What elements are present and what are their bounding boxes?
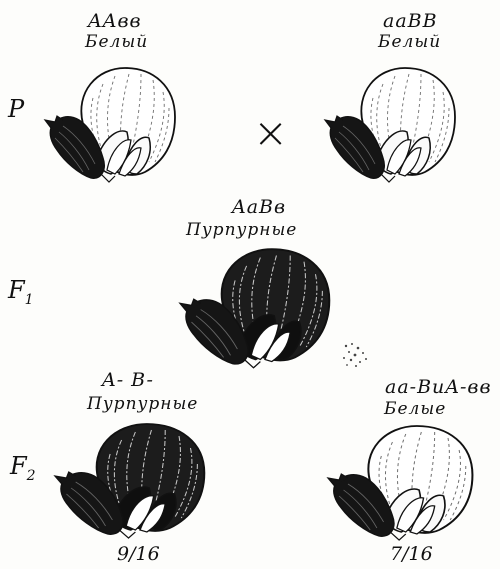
generation-label-f2: F2 bbox=[10, 454, 36, 483]
parent-1-white-flower-icon bbox=[45, 62, 180, 187]
f1-purple-flower-icon bbox=[180, 243, 335, 373]
parent-2-phenotype: Белый bbox=[378, 34, 441, 51]
f2-purple-flower-icon bbox=[55, 418, 210, 543]
f2-purple-phenotype: Пурпурные bbox=[87, 396, 198, 413]
parent-2-genotype: aaBB bbox=[383, 12, 438, 31]
f2-white-genotype: aa-BиA-вв bbox=[385, 378, 492, 397]
f1-genotype: AaBв bbox=[232, 198, 286, 217]
f2-white-flower-icon bbox=[328, 420, 478, 545]
cross-symbol-icon: × bbox=[253, 112, 288, 154]
f2-white-ratio: 7/16 bbox=[390, 545, 433, 564]
generation-label-p: P bbox=[8, 97, 24, 121]
parent-1-genotype: AAвв bbox=[88, 12, 142, 31]
ink-specks bbox=[338, 338, 374, 372]
f2-purple-genotype: A- B- bbox=[102, 371, 154, 390]
parent-2-white-flower-icon bbox=[325, 62, 460, 187]
f1-phenotype: Пурпурные bbox=[186, 222, 297, 239]
generation-label-f1: F1 bbox=[8, 278, 34, 307]
parent-1-phenotype: Белый bbox=[85, 34, 148, 51]
f2-white-phenotype: Белые bbox=[384, 401, 446, 418]
f2-purple-ratio: 9/16 bbox=[117, 545, 160, 564]
